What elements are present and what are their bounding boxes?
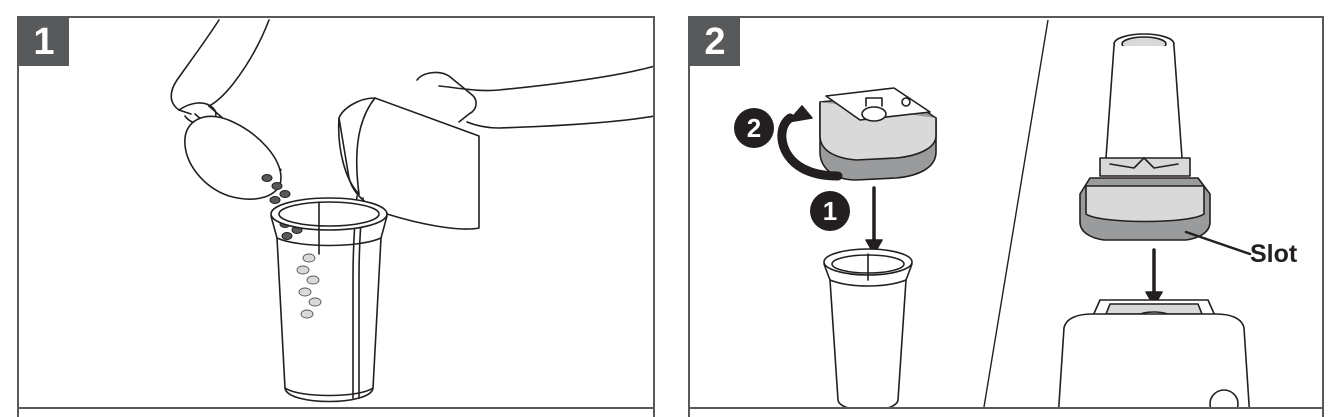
rotation-arrow [777,113,843,181]
blade-assembly-left [819,87,937,181]
pitcher [338,97,480,230]
callout-layer: 2 1 Slot [734,108,1298,268]
step-number-badge: 2 [690,18,740,66]
scoop [184,115,282,200]
callout-1: 1 [810,191,850,231]
right-arm-outline [438,65,653,92]
left-arm-outline [170,19,220,115]
step-2-panel: 2 1 Slot 2 [688,16,1324,417]
blade-assembly-right [1079,177,1211,241]
panel-bottom-rule [19,407,653,417]
step-1-illustration [170,19,653,403]
step-2-illustration [777,19,1252,417]
right-hand [416,71,477,123]
step-number-badge: 1 [19,18,69,66]
slot-leader [1184,230,1252,256]
callout-1-number: 1 [823,196,837,226]
callout-2-number: 2 [747,113,761,143]
divider-line [981,19,1049,417]
step-1-panel: 1 [17,16,655,417]
callout-2: 2 [734,108,774,148]
panel-bottom-rule [690,407,1322,417]
cup-body [270,215,388,403]
blender-base [1057,299,1251,417]
slot-label: Slot [1250,240,1298,268]
blender-cup-right [1099,33,1191,177]
cup-rim [270,197,388,231]
